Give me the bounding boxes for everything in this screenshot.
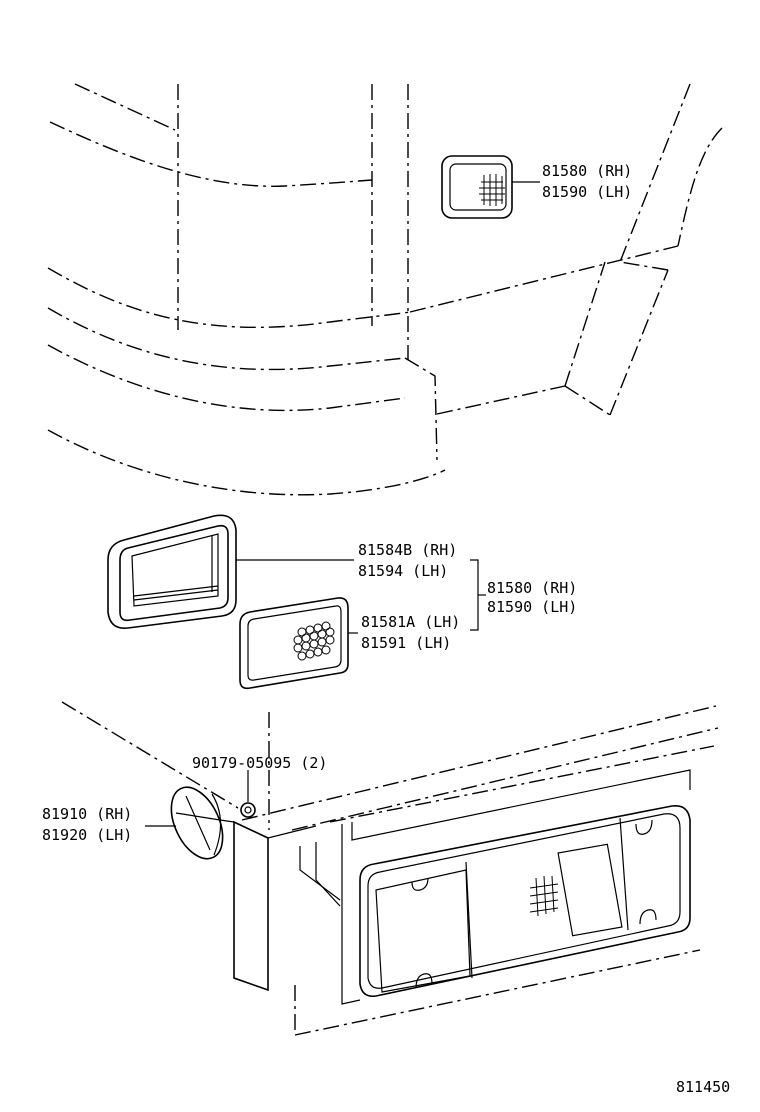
figure-number: 811450 <box>676 1078 730 1096</box>
assembly-bracket <box>470 559 479 631</box>
callout-81920-lh: 81920 (LH) <box>42 826 132 844</box>
nut-90179[interactable] <box>240 802 256 818</box>
callout-81581a-lh: 81581A (LH) <box>361 613 460 631</box>
callout-81591-lh: 81591 (LH) <box>361 634 451 652</box>
callout-81910-rh: 81910 (RH) <box>42 805 132 823</box>
side-marker-lamp-installed[interactable] <box>441 155 513 219</box>
marker-grid-icon <box>479 174 505 206</box>
callout-81590-lh-assy: 81590 (LH) <box>487 598 577 616</box>
callout-81590-lh-top: 81590 (LH) <box>542 183 632 201</box>
callout-81580-rh-assy: 81580 (RH) <box>487 579 577 597</box>
vehicle-body-phantom <box>47 83 723 496</box>
callout-81580-rh-top: 81580 (RH) <box>542 162 632 180</box>
lamp-grille-icon <box>529 875 559 917</box>
side-marker-lens[interactable] <box>239 597 349 690</box>
callout-90179-05095: 90179-05095 (2) <box>192 754 327 772</box>
lens-honeycomb-icon <box>293 621 335 661</box>
reflector-81910[interactable] <box>161 779 233 866</box>
callout-81594-lh: 81594 (LH) <box>358 562 448 580</box>
rear-body-phantom <box>61 701 719 1036</box>
callout-81584b-rh: 81584B (RH) <box>358 541 457 559</box>
side-marker-housing[interactable] <box>107 514 237 629</box>
rear-combination-lamp <box>299 769 691 1005</box>
rear-bumper-end <box>233 820 317 992</box>
